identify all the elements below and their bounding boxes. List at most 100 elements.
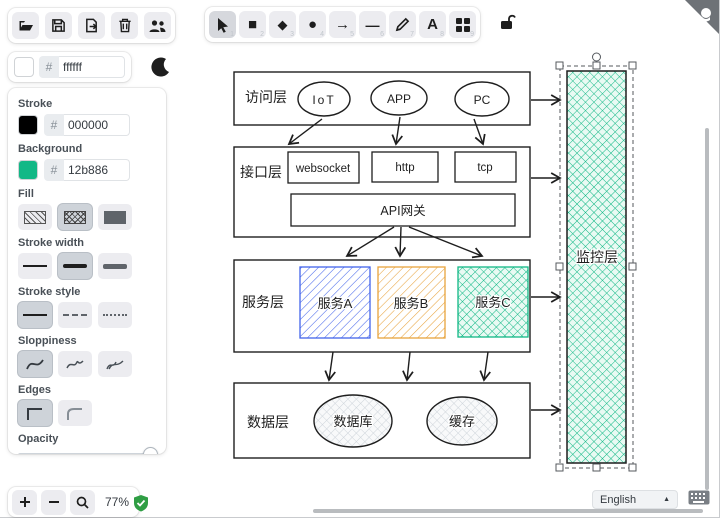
- edges-round-button[interactable]: [58, 400, 92, 426]
- tool-rectangle[interactable]: ■ 2: [239, 11, 266, 38]
- resize-handles[interactable]: [555, 61, 637, 472]
- node-iot-label[interactable]: IoT: [311, 92, 335, 109]
- node-monitor[interactable]: [566, 70, 627, 464]
- node-service-a[interactable]: [299, 266, 371, 339]
- collaborate-button[interactable]: [144, 12, 171, 39]
- language-select[interactable]: English ▲: [592, 490, 678, 509]
- tool-ellipse[interactable]: ● 4: [299, 11, 326, 38]
- ellipse-icon: ●: [307, 16, 318, 33]
- node-service-b[interactable]: [377, 266, 446, 339]
- node-tcp[interactable]: [454, 151, 517, 183]
- tool-shortcut: 9: [470, 31, 474, 38]
- node-database-label[interactable]: 数据库: [332, 413, 374, 431]
- service-data-arrows[interactable]: [324, 351, 491, 382]
- node-app[interactable]: [370, 80, 428, 116]
- fill-hachure-button[interactable]: [18, 204, 52, 230]
- access-layer-label[interactable]: 访问层: [244, 88, 289, 107]
- node-service-a-label[interactable]: 服务A: [316, 295, 354, 313]
- stroke-hex-input[interactable]: [64, 114, 130, 136]
- node-app-label[interactable]: APP: [386, 91, 413, 108]
- node-websocket[interactable]: [287, 151, 360, 184]
- fill-cross-hatch-button[interactable]: [58, 204, 92, 230]
- lock-toggle[interactable]: [498, 13, 516, 33]
- tool-shortcut: 1: [230, 31, 234, 38]
- opacity-slider-thumb[interactable]: [143, 447, 158, 454]
- sloppiness-cartoonist-button[interactable]: [98, 351, 132, 377]
- stroke-width-bold-button[interactable]: [58, 253, 92, 279]
- canvas-background-hex-input[interactable]: [59, 56, 125, 78]
- selection-overlay[interactable]: [555, 52, 637, 472]
- node-iot[interactable]: [297, 81, 351, 117]
- stroke-width-extra-bold-button[interactable]: [98, 253, 132, 279]
- reset-canvas-button[interactable]: [111, 12, 138, 39]
- sloppiness-artist-button[interactable]: [58, 351, 92, 377]
- tool-selection[interactable]: 1: [209, 11, 236, 38]
- shield-check-icon: [134, 495, 148, 512]
- stroke-style-solid-button[interactable]: [18, 302, 52, 328]
- tool-draw[interactable]: 7: [389, 11, 416, 38]
- zoom-in-button[interactable]: [12, 489, 37, 515]
- node-cache-label[interactable]: 缓存: [448, 413, 477, 431]
- tool-line[interactable]: — 6: [359, 11, 386, 38]
- gateway-service-arrows[interactable]: [345, 226, 484, 259]
- rotate-handle[interactable]: [592, 52, 601, 62]
- zoom-controls: 77%: [8, 487, 140, 517]
- node-api-gateway[interactable]: [290, 193, 516, 227]
- opacity-label: Opacity: [18, 433, 59, 445]
- node-service-c[interactable]: [457, 266, 529, 338]
- stroke-style-dashed-button[interactable]: [58, 302, 92, 328]
- interface-layer-label[interactable]: 接口层: [239, 163, 284, 182]
- interface-layer-group[interactable]: 接口层 websocket http tcp API网关: [233, 146, 531, 238]
- shortcuts-help-button[interactable]: [688, 490, 710, 508]
- service-layer-group[interactable]: 服务层 服务A 服务B 服务C: [233, 259, 531, 353]
- magnifier-icon: [76, 496, 89, 509]
- opacity-slider[interactable]: [18, 447, 158, 454]
- node-api-gateway-label[interactable]: API网关: [379, 203, 427, 220]
- encryption-badge[interactable]: [132, 494, 150, 517]
- node-service-c-label[interactable]: 服务C: [474, 294, 512, 312]
- node-cache[interactable]: [426, 396, 498, 446]
- node-pc-label[interactable]: PC: [472, 92, 492, 109]
- tool-diamond[interactable]: ◆ 3: [269, 11, 296, 38]
- stroke-width-thin-button[interactable]: [18, 253, 52, 279]
- hex-hash-prefix: #: [39, 56, 59, 78]
- save-button[interactable]: [45, 12, 72, 39]
- data-layer-group[interactable]: 数据层 数据库 缓存: [233, 382, 531, 459]
- stroke-color-swatch[interactable]: [18, 115, 38, 135]
- vertical-scrollbar[interactable]: [705, 128, 709, 490]
- node-monitor-label[interactable]: 监控层: [575, 248, 620, 267]
- zoom-level[interactable]: 77%: [105, 495, 130, 509]
- stroke-style-dotted-button[interactable]: [98, 302, 132, 328]
- tool-arrow[interactable]: → 5: [329, 11, 356, 38]
- node-pc[interactable]: [454, 81, 510, 117]
- zoom-reset-button[interactable]: [70, 489, 95, 515]
- tool-shortcut: 2: [260, 31, 264, 38]
- node-websocket-label[interactable]: websocket: [294, 162, 353, 177]
- theme-toggle[interactable]: [150, 56, 172, 78]
- node-service-b-label[interactable]: 服务B: [392, 295, 429, 313]
- horizontal-scrollbar[interactable]: [313, 509, 703, 513]
- canvas-background-swatch[interactable]: [14, 57, 34, 77]
- access-interface-arrows[interactable]: [287, 116, 486, 146]
- edges-sharp-button[interactable]: [18, 400, 52, 426]
- monitor-layer-group[interactable]: 监控层: [555, 52, 637, 472]
- tool-text[interactable]: A 8: [419, 11, 446, 38]
- fill-solid-button[interactable]: [98, 204, 132, 230]
- zoom-out-button[interactable]: [41, 489, 66, 515]
- data-layer-label[interactable]: 数据层: [246, 413, 291, 432]
- sloppiness-architect-button[interactable]: [18, 351, 52, 377]
- access-layer-group[interactable]: 访问层 IoT APP PC: [233, 71, 531, 126]
- node-tcp-label[interactable]: tcp: [476, 161, 494, 176]
- node-database[interactable]: [313, 394, 393, 448]
- export-button[interactable]: [78, 12, 105, 39]
- service-layer-label[interactable]: 服务层: [241, 293, 286, 312]
- github-corner-banner[interactable]: [677, 0, 719, 47]
- node-http-label[interactable]: http: [394, 161, 416, 176]
- tool-library[interactable]: 9: [449, 11, 476, 38]
- background-hex-input[interactable]: [64, 159, 130, 181]
- open-button[interactable]: [12, 12, 39, 39]
- node-http[interactable]: [371, 151, 439, 183]
- background-color-swatch[interactable]: [18, 160, 38, 180]
- monitor-arrows[interactable]: [531, 94, 562, 416]
